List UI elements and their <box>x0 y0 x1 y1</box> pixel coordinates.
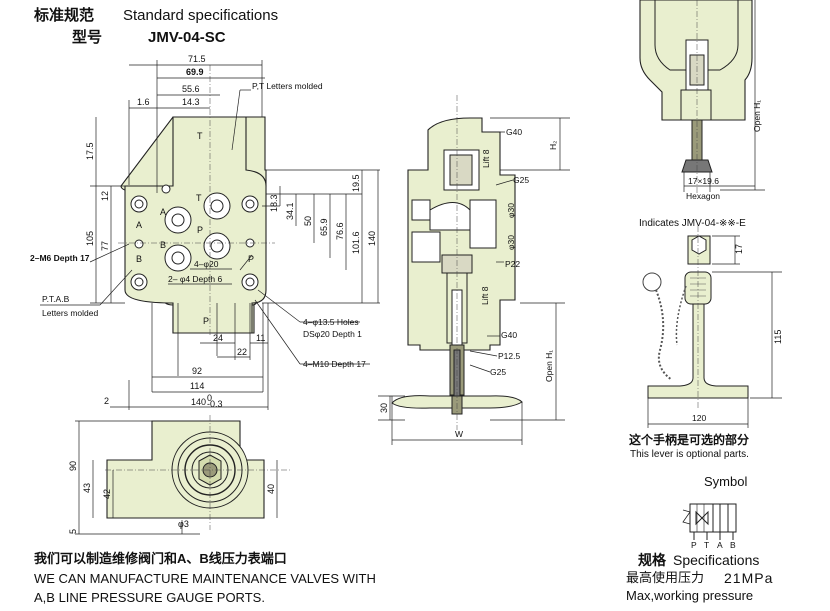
side-label-lift-bottom: Lift 8 <box>480 286 490 305</box>
dim-55-6: 55.6 <box>182 84 200 94</box>
spec-pressure-value: 21MPa <box>724 570 774 586</box>
footer-en-line2: A,B LINE PRESSURE GAUGE PORTS. <box>34 590 265 605</box>
side-label-g40-bottom: G40 <box>501 330 517 340</box>
dim-101-6: 101.6 <box>351 231 361 254</box>
symbol-port-b: B <box>730 540 736 550</box>
callout-pt-molded: P,T Letters molded <box>252 81 323 91</box>
dim-92: 92 <box>192 366 202 376</box>
spec-cn-pressure: 最高使用压力 <box>626 570 705 585</box>
dim-50: 50 <box>303 216 313 226</box>
side-view-body <box>407 117 516 351</box>
top-right-partial-view: Open H₁ 17×19.6 Hexagon <box>639 0 765 201</box>
dim-43: 43 <box>82 483 92 493</box>
port-label-t: T <box>197 131 203 141</box>
front-view-flange <box>124 116 267 334</box>
svg-text:0: 0 <box>207 393 212 403</box>
dim-71-5: 71.5 <box>188 54 206 64</box>
top-right-hex-dim: 17×19.6 <box>688 176 719 186</box>
dim-40: 40 <box>266 484 276 494</box>
dim-76-6: 76.6 <box>335 222 345 240</box>
hydraulic-symbol: P T A B <box>682 503 737 550</box>
dim-2: 2 <box>104 396 109 406</box>
side-section-view: G40 Lift 8 G25 φ30 φ30 P22 Lift 8 G40 P1… <box>378 95 570 445</box>
dim-11: 11 <box>256 333 265 343</box>
dim-34-1: 34.1 <box>285 202 295 220</box>
callout-m6: 2–M6 Depth 17 <box>30 253 90 263</box>
header-model: JMV-04-SC <box>148 29 226 46</box>
top-right-open-h1: Open H₁ <box>752 100 762 132</box>
lever-cn-note: 这个手柄是可选的部分 <box>629 433 750 447</box>
dim-90: 90 <box>68 461 78 471</box>
port-label-p2: P <box>248 254 254 264</box>
header-cn-model-label: 型号 <box>72 29 103 46</box>
dim-105: 105 <box>85 231 95 246</box>
svg-text:-0.3: -0.3 <box>207 399 223 409</box>
symbol-port-t: T <box>704 540 709 550</box>
svg-text:B: B <box>160 240 166 250</box>
symbol-port-p: P <box>691 540 697 550</box>
top-right-hexagon: Hexagon <box>686 191 720 201</box>
dim-5: 5 <box>68 529 78 534</box>
side-label-g25-top: G25 <box>513 175 529 185</box>
bottom-view: 90 43 42 40 5 φ3 <box>68 415 290 535</box>
side-label-phi30-b: φ30 <box>506 235 516 250</box>
port-label-t2: T <box>196 193 202 203</box>
port-label-a: A <box>136 220 142 230</box>
dim-114: 114 <box>190 381 204 391</box>
lever-view: 17 115 120 <box>642 226 783 428</box>
dim-18-3: 18.3 <box>269 194 279 212</box>
spec-en-heading: Specifications <box>673 552 760 568</box>
side-label-p22: P22 <box>505 259 520 269</box>
dim-phi3: φ3 <box>178 519 189 529</box>
dim-17-5: 17.5 <box>85 142 95 160</box>
callout-holes: 4–φ13.5 Holes <box>303 317 359 327</box>
lever-indicates: Indicates JMV-04-※※-E <box>639 218 746 229</box>
side-label-30: 30 <box>379 403 389 413</box>
dim-140-bottom: 140 <box>191 397 206 407</box>
callout-m10: 4–M10 Depth 17 <box>303 359 366 369</box>
dim-77: 77 <box>100 241 110 251</box>
header-en-title: Standard specifications <box>123 7 279 24</box>
symbol-title: Symbol <box>704 474 748 489</box>
side-label-lift-top: Lift 8 <box>481 149 491 168</box>
side-label-g25-bottom: G25 <box>490 367 506 377</box>
dim-22: 22 <box>237 347 247 357</box>
lever-dim-120: 120 <box>692 413 706 423</box>
header-cn-title: 标准规范 <box>34 7 95 24</box>
dim-24: 24 <box>213 333 223 343</box>
dim-14-3: 14.3 <box>182 97 200 107</box>
side-label-phi30-a: φ30 <box>506 203 516 218</box>
symbol-port-a: A <box>717 540 723 550</box>
side-label-p12-5: P12.5 <box>498 351 520 361</box>
footer-cn-note: 我们可以制造维修阀门和A、B线压力表端口 <box>34 551 287 566</box>
callout-ptab-1: P.T.A.B <box>42 294 70 304</box>
side-label-g40-top: G40 <box>506 127 522 137</box>
dim-19-5: 19.5 <box>351 174 361 192</box>
port-label-b: B <box>136 254 142 264</box>
front-view: T T A P B P P A B 71.5 69.9 55.6 14.3 1.… <box>30 54 380 410</box>
dim-140-right: 140 <box>367 231 377 246</box>
callout-ptab-2: Letters molded <box>42 308 98 318</box>
spec-en-pressure: Max,working pressure <box>626 588 754 603</box>
lever-dim-17: 17 <box>734 244 744 254</box>
lever-dim-115: 115 <box>773 330 783 344</box>
callout-phi4: 2– φ4 Depth 6 <box>168 274 222 284</box>
side-label-h1: Open H₁ <box>544 350 554 382</box>
port-label-p: P <box>197 225 203 235</box>
dim-42: 42 <box>102 489 112 499</box>
dim-69-9: 69.9 <box>186 67 204 77</box>
footer-en-line1: WE CAN MANUFACTURE MAINTENANCE VALVES WI… <box>34 571 376 586</box>
callout-ds20: DSφ20 Depth 1 <box>303 329 362 339</box>
side-label-h2: H₂ <box>548 141 558 150</box>
spec-cn-heading: 规格 <box>638 552 666 568</box>
port-label-p3: P <box>203 316 209 326</box>
dim-65-9: 65.9 <box>319 218 329 236</box>
svg-text:A: A <box>160 207 166 217</box>
dim-12: 12 <box>100 191 110 201</box>
lever-en-note: This lever is optional parts. <box>630 449 749 460</box>
dim-1-6: 1.6 <box>137 97 150 107</box>
side-label-w: W <box>455 429 463 439</box>
callout-phi20: 4–φ20 <box>194 259 219 269</box>
